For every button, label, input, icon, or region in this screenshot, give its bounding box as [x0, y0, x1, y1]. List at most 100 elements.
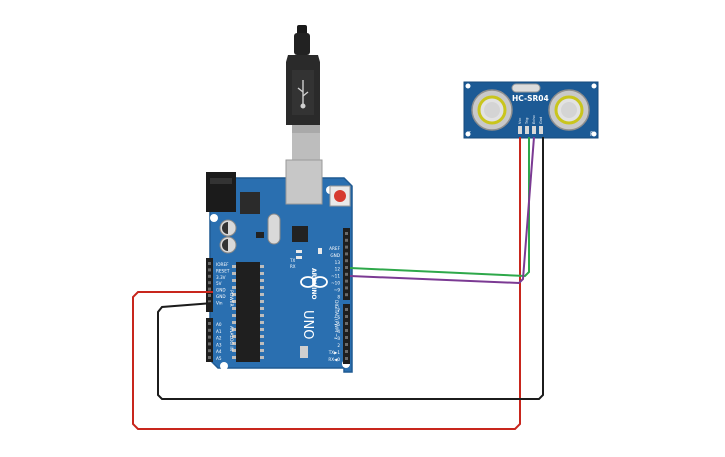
pin-label: A2 — [216, 336, 222, 341]
pin-label: 12 — [335, 267, 341, 272]
sensor-pin-label: Echo — [532, 115, 536, 124]
header-pin[interactable] — [345, 336, 348, 339]
pin-label: 7 — [337, 308, 340, 313]
power-header-label: POWER — [228, 290, 234, 307]
header-pin[interactable] — [345, 232, 348, 235]
pin-label: IOREF — [216, 262, 229, 267]
digital-header-upper — [343, 228, 350, 300]
header-pin[interactable] — [208, 356, 211, 359]
pin-label: RESET — [216, 268, 230, 273]
pin-label: GND — [216, 288, 226, 293]
digital-header-lower — [343, 304, 350, 364]
analog-header-label: ANALOG IN — [228, 326, 234, 351]
sensor-name: HC-SR04 — [512, 94, 549, 103]
header-pin[interactable] — [208, 287, 211, 291]
pin-label: A4 — [216, 349, 222, 354]
pin-label: A1 — [216, 329, 222, 334]
pin-label: GND — [216, 294, 226, 299]
header-pin[interactable] — [208, 281, 211, 285]
header-pin[interactable] — [208, 300, 211, 304]
header-pin[interactable] — [208, 322, 211, 325]
pin-label: 8 — [337, 294, 340, 299]
wires — [132, 136, 544, 430]
header-pin[interactable] — [208, 349, 211, 353]
usb-b-jack — [285, 159, 323, 205]
pin-label: ~9 — [334, 287, 341, 292]
sensor-crystal — [511, 83, 541, 93]
header-pin[interactable] — [345, 252, 348, 256]
header-pin[interactable] — [345, 238, 348, 242]
pin-label: 3.3V — [216, 275, 226, 280]
mounting-hole — [220, 362, 228, 370]
header-pin[interactable] — [345, 322, 348, 325]
usb-controller-chip — [292, 226, 308, 242]
header-pin[interactable] — [208, 262, 211, 265]
wire-pin11-to-echo[interactable] — [349, 136, 535, 285]
pin-label: 2 — [337, 343, 340, 348]
pin-label: 5V — [216, 281, 222, 286]
reset-button-cap — [334, 190, 346, 202]
header-pin[interactable] — [345, 293, 348, 297]
pin-label: ~11 — [331, 274, 340, 279]
header-pin[interactable] — [208, 294, 211, 297]
pin-label: Vin — [216, 300, 223, 305]
pin-label: ~3 — [334, 336, 341, 341]
header-pin[interactable] — [345, 272, 348, 276]
header-pin[interactable] — [345, 286, 348, 290]
sensor-pin[interactable] — [539, 126, 543, 134]
header-pin[interactable] — [345, 245, 348, 249]
analog-header — [206, 318, 213, 362]
header-pin[interactable] — [345, 279, 348, 283]
sensor-pin[interactable] — [532, 126, 536, 134]
transmitter-transducer — [471, 89, 513, 131]
crystal-oscillator — [267, 213, 281, 245]
header-pin[interactable] — [345, 343, 348, 346]
mounting-hole — [210, 214, 218, 222]
header-pin[interactable] — [345, 315, 348, 318]
header-pin[interactable] — [345, 259, 348, 263]
sensor-pins — [518, 126, 543, 134]
cable-strain-relief — [294, 33, 310, 55]
pin-label: ~5 — [334, 322, 341, 327]
cable-wire-end — [297, 25, 307, 35]
header-pin[interactable] — [345, 357, 348, 360]
power-header — [206, 258, 213, 312]
usb-cable[interactable] — [286, 25, 320, 161]
sensor-pin[interactable] — [525, 126, 529, 134]
pin-label: ~6 — [334, 315, 341, 320]
arduino-logo — [300, 276, 328, 288]
transmitter-mark: T — [466, 131, 471, 138]
header-pin[interactable] — [345, 266, 348, 269]
header-pin[interactable] — [208, 328, 211, 332]
rx-label: RX — [290, 264, 296, 269]
tx-label: TX — [289, 258, 295, 263]
sensor-pin[interactable] — [518, 126, 522, 134]
header-pin[interactable] — [345, 308, 348, 311]
brand-text: ARDUINO — [310, 268, 317, 299]
arduino-uno-board[interactable]: TX RX ARDUINO UNO POWER ANALOG IN DIGITA… — [206, 159, 353, 373]
receiver-mark: R — [590, 131, 594, 138]
header-pin[interactable] — [345, 350, 348, 353]
header-pin[interactable] — [208, 342, 211, 346]
pin-label: ~10 — [331, 281, 340, 286]
wire-5v-to-vcc[interactable] — [132, 137, 521, 430]
wire-gnd-to-gnd[interactable] — [157, 137, 544, 400]
header-pin[interactable] — [345, 329, 348, 332]
header-pin[interactable] — [208, 274, 211, 278]
digital-header-label: DIGITAL (PWM ~) — [333, 300, 339, 339]
pin-label: A5 — [216, 356, 222, 361]
wire-pin12-to-trig[interactable] — [349, 137, 530, 278]
led-indicator — [296, 256, 302, 259]
header-pin[interactable] — [208, 268, 211, 272]
header-pin[interactable] — [208, 335, 211, 339]
led-indicator — [318, 248, 322, 254]
sensor-pin-label: Trig — [525, 118, 529, 125]
pin-label: A3 — [216, 342, 222, 347]
